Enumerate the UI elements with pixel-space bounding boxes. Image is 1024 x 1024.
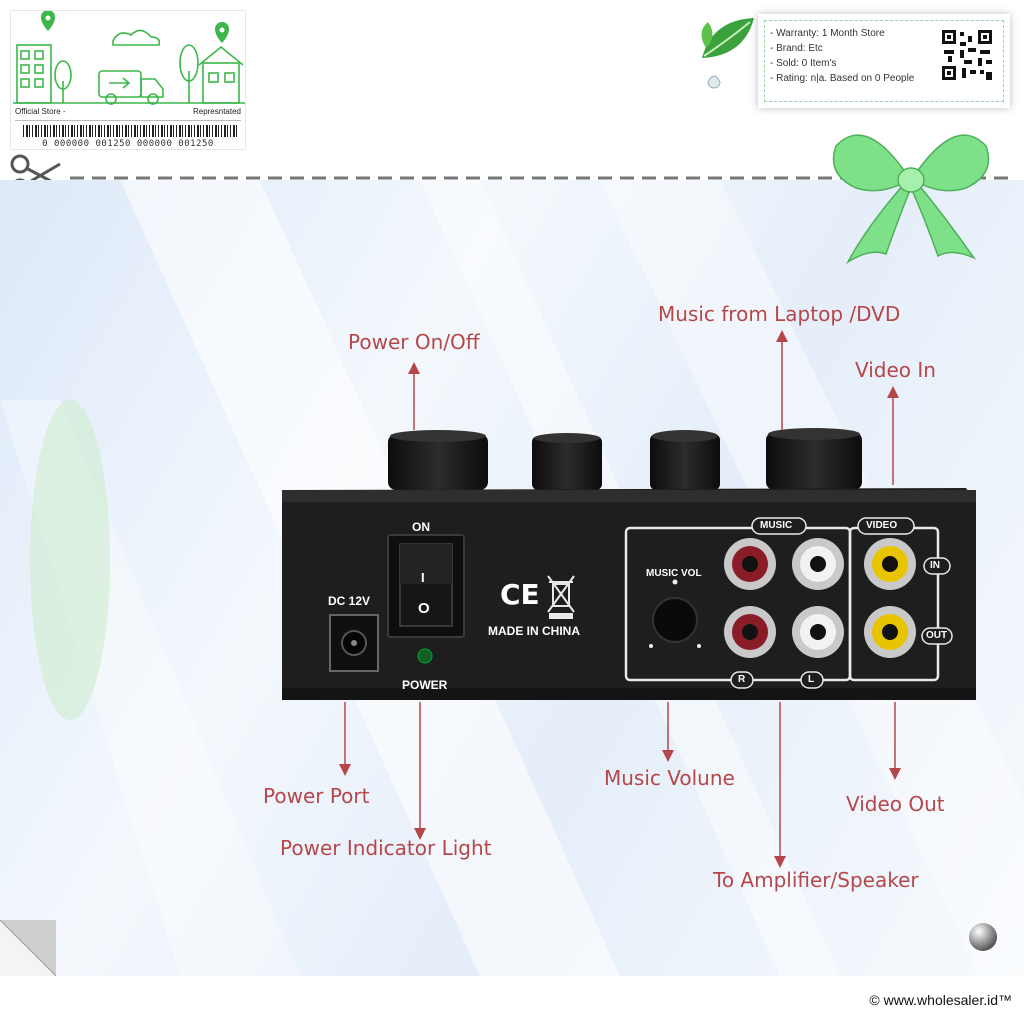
callout-power-indicator: Power Indicator Light [280, 836, 492, 860]
brand-line: - Brand: Etc [770, 43, 823, 54]
music-knob[interactable] [766, 432, 862, 490]
callout-power-port: Power Port [263, 784, 370, 808]
qr-code [940, 28, 994, 82]
rca-jack-yellow[interactable] [864, 538, 916, 590]
page-curl-corner [0, 920, 56, 976]
music-vol-label: MUSIC VOL [646, 568, 702, 579]
out-label: OUT [926, 630, 948, 641]
dc-label: DC 12V [328, 594, 371, 608]
music-vol-knob[interactable] [652, 597, 698, 643]
rca-jack-red[interactable] [724, 606, 776, 658]
switch-off-mark: O [418, 600, 430, 617]
callout-music-volume: Music Volune [604, 766, 735, 790]
video-group-label: VIDEO [866, 520, 898, 531]
power-indicator-led [417, 648, 433, 664]
callout-music-from: Music from Laptop /DVD [658, 302, 901, 326]
callout-video-out: Video Out [846, 792, 945, 816]
store-row: Official Store - Represntated [15, 106, 241, 121]
barcode [23, 125, 237, 137]
music-group-label: MUSIC [760, 520, 793, 531]
map-pin-icon [41, 11, 55, 31]
bow-icon [832, 134, 990, 265]
r-label: R [738, 674, 746, 685]
in-label: IN [930, 560, 940, 571]
callout-power-onoff: Power On/Off [348, 330, 480, 354]
small-knob[interactable] [532, 436, 602, 490]
warranty-line: - Warranty: 1 Month Store [770, 28, 885, 39]
rating-line: - Rating: n|a. Based on 0 People [770, 73, 915, 84]
power-knob[interactable] [388, 434, 488, 490]
store-official-label: Official Store - [15, 107, 66, 116]
sold-line: - Sold: 0 Item's [770, 58, 837, 69]
info-list: - Warranty: 1 Month Store - Brand: Etc -… [770, 26, 914, 86]
callout-video-in: Video In [855, 358, 936, 382]
product-panel: ON I O POWER DC 12V CE MADE IN CHINA MUS… [0, 180, 1024, 976]
leaf-icon [701, 18, 754, 89]
rca-jack-red[interactable] [724, 538, 776, 590]
switch-on-mark: I [421, 570, 425, 585]
callout-to-amplifier: To Amplifier/Speaker [713, 868, 919, 892]
info-card: - Warranty: 1 Month Store - Brand: Etc -… [758, 14, 1010, 108]
l-label: L [808, 674, 815, 685]
pin-icon [969, 923, 997, 951]
rca-jack-white[interactable] [792, 538, 844, 590]
city-illustration [13, 11, 245, 105]
rca-jack-white[interactable] [792, 606, 844, 658]
power-label: POWER [402, 678, 448, 692]
ce-mark: CE [500, 578, 540, 611]
barcode-digits: 0 000000 001250 000000 001250 [42, 139, 214, 149]
recycle-bin-icon [547, 575, 575, 619]
copyright-text: © www.wholesaler.id™ [869, 992, 1012, 1008]
medium-knob[interactable] [650, 434, 720, 490]
device-diagram [282, 330, 976, 868]
made-in-label: MADE IN CHINA [488, 624, 580, 638]
store-represented-label: Represntated [192, 107, 241, 116]
store-card: Official Store - Represntated 0 000000 0… [10, 10, 246, 150]
rca-jack-yellow[interactable] [864, 606, 916, 658]
on-label: ON [412, 520, 430, 534]
